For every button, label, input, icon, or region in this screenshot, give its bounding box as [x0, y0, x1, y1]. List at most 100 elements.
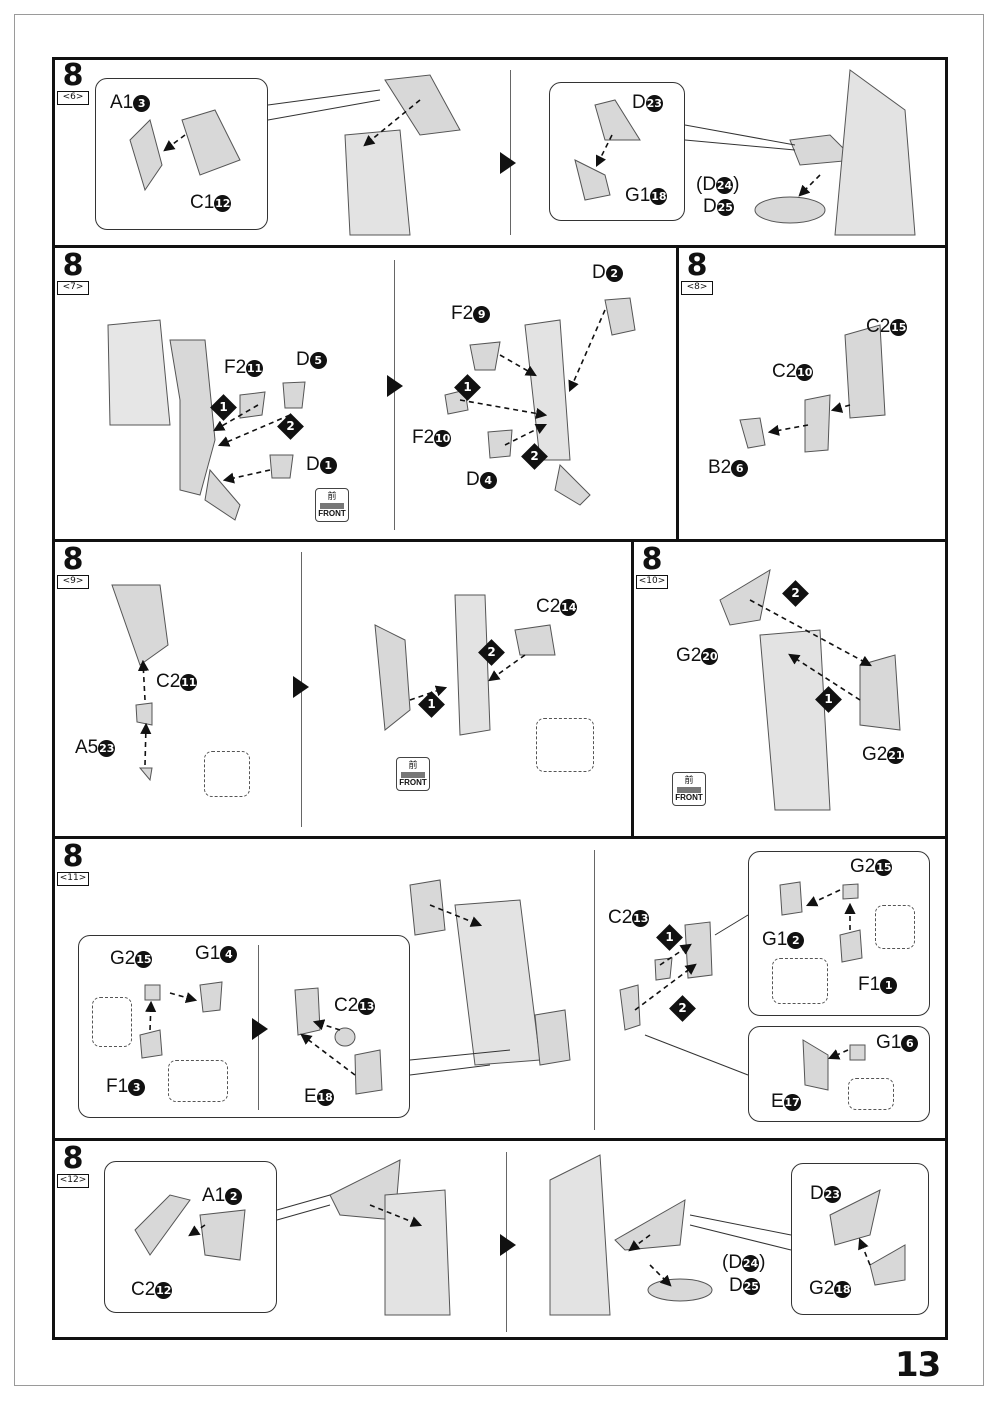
part-letter: C2 [536, 596, 561, 617]
part-label: D25 [703, 197, 734, 217]
order-marker: 2 [521, 443, 548, 470]
part-label: (D24) [696, 175, 739, 195]
part-letter: A1 [110, 92, 134, 113]
callout-box [104, 1161, 277, 1313]
part-label: E17 [771, 1092, 801, 1112]
part-letter: C2 [608, 907, 633, 928]
part-number: 24 [716, 177, 734, 194]
front-kanji: 前 [408, 761, 418, 771]
part-number: 15 [135, 951, 153, 968]
part-number: 20 [701, 648, 719, 665]
part-letter: D [810, 1183, 824, 1204]
part-label: D23 [632, 93, 663, 113]
part-number: 15 [875, 859, 893, 876]
part-number: 10 [796, 364, 814, 381]
part-number: 11 [180, 674, 198, 691]
instruction-frame [52, 57, 948, 1340]
step-badge: 8 <6> [57, 61, 91, 105]
step-badge: 8 <8> [681, 251, 715, 295]
part-number: 17 [783, 1094, 801, 1111]
step-substep: <12> [57, 1174, 89, 1188]
part-letter: A5 [75, 737, 99, 758]
front-indicator-icon: 前 FRONT [396, 757, 430, 791]
part-label: G221 [862, 745, 905, 765]
part-number: 2 [225, 1188, 243, 1205]
part-letter: A1 [202, 1185, 226, 1206]
front-kanji: 前 [327, 492, 337, 502]
step-number: 8 [641, 542, 663, 577]
part-number: 23 [98, 740, 116, 757]
part-letter: G1 [625, 185, 651, 206]
part-letter: G2 [676, 645, 702, 666]
step-substep: <10> [636, 575, 668, 589]
next-arrow-icon [387, 375, 403, 397]
part-letter: (D [722, 1252, 743, 1273]
part-label: C213 [608, 907, 650, 928]
part-number: 18 [316, 1089, 334, 1106]
row-divider [52, 836, 948, 839]
part-letter: G1 [195, 943, 221, 964]
part-letter: C2 [131, 1279, 156, 1300]
part-label: C214 [536, 596, 578, 617]
step-badge: 8 <9> [57, 545, 91, 589]
part-number: 2 [605, 265, 623, 282]
part-label: C212 [131, 1279, 173, 1300]
part-letter: (D [696, 174, 717, 195]
front-kanji: 前 [684, 776, 694, 786]
part-label: G215 [850, 856, 893, 877]
part-number: 24 [742, 1255, 760, 1272]
order-marker: 2 [478, 639, 505, 666]
part-number: 9 [473, 306, 491, 323]
callout-box [748, 1026, 930, 1122]
column-divider [631, 539, 634, 839]
part-number: 3 [128, 1079, 146, 1096]
part-number: 23 [823, 1186, 841, 1203]
row-divider [52, 245, 948, 248]
order-marker-text: 2 [487, 645, 496, 659]
part-letter: G2 [850, 856, 876, 877]
page-border [14, 14, 984, 1386]
part-number: 6 [901, 1035, 919, 1052]
part-label: G118 [625, 185, 668, 206]
part-number: 10 [434, 430, 452, 447]
row-divider [52, 539, 948, 542]
sub-divider [594, 850, 595, 1130]
part-letter: G2 [809, 1278, 835, 1299]
part-number: 4 [220, 946, 238, 963]
order-marker: 1 [418, 691, 445, 718]
order-marker: 2 [669, 995, 696, 1022]
part-letter: D [296, 349, 310, 370]
detail-inset [92, 997, 132, 1047]
part-label: C112 [190, 193, 232, 213]
row-divider [52, 1138, 948, 1141]
part-label: C213 [334, 996, 376, 1016]
callout-box [95, 78, 268, 230]
step-number: 8 [62, 839, 84, 874]
part-letter: E [771, 1091, 784, 1112]
part-label: D25 [729, 1276, 760, 1296]
part-label: F210 [412, 428, 452, 448]
part-number: 25 [742, 1278, 760, 1295]
order-marker: 2 [782, 580, 809, 607]
step-substep: <8> [681, 281, 713, 295]
order-marker-text: 1 [824, 692, 833, 706]
order-marker: 1 [210, 394, 237, 421]
step-substep: <6> [57, 91, 89, 105]
part-number: 23 [645, 95, 663, 112]
part-number: 3 [133, 95, 151, 112]
order-marker-text: 1 [219, 400, 228, 414]
part-label: G220 [676, 645, 719, 666]
next-arrow-icon [293, 676, 309, 698]
front-indicator-icon: 前 FRONT [315, 488, 349, 522]
part-letter: C2 [866, 316, 891, 337]
part-label: C211 [156, 672, 198, 692]
part-letter: D [592, 262, 606, 283]
page-number: 13 [895, 1345, 941, 1385]
